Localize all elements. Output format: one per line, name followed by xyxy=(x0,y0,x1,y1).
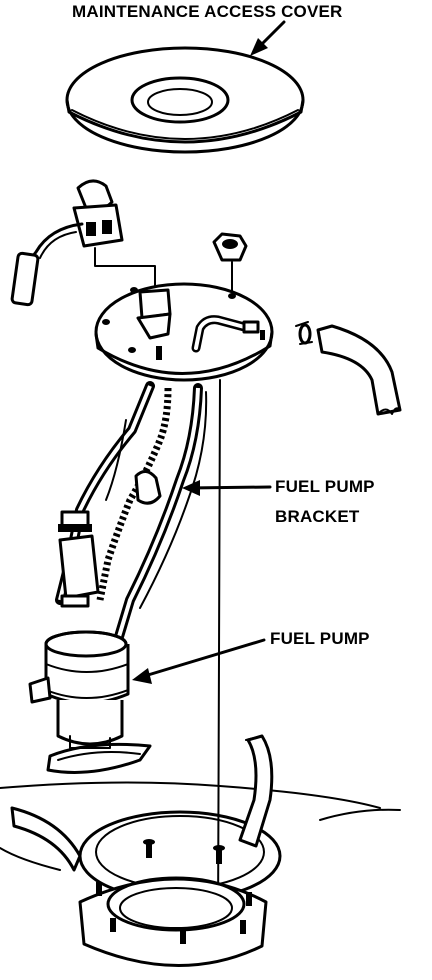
arrow-bracket xyxy=(182,480,272,496)
label-fuel-pump-bracket-line2: BRACKET xyxy=(275,507,360,526)
bracket-top-plate xyxy=(94,282,274,382)
arrow-cover xyxy=(250,20,286,56)
fuel-pump-body xyxy=(28,630,152,774)
fuel-hose xyxy=(295,321,402,416)
label-maintenance-access-cover: MAINTENANCE ACCESS COVER xyxy=(72,2,343,21)
label-fuel-pump: FUEL PUMP xyxy=(270,629,370,648)
mounting-nut xyxy=(212,232,248,301)
bracket-tubes xyxy=(55,381,208,645)
wire-connector xyxy=(10,179,156,307)
tank-lock-ring xyxy=(78,839,268,967)
label-fuel-pump-bracket-line1: FUEL PUMP xyxy=(275,477,375,496)
maintenance-access-cover xyxy=(65,46,305,154)
arrow-pump xyxy=(132,638,266,684)
